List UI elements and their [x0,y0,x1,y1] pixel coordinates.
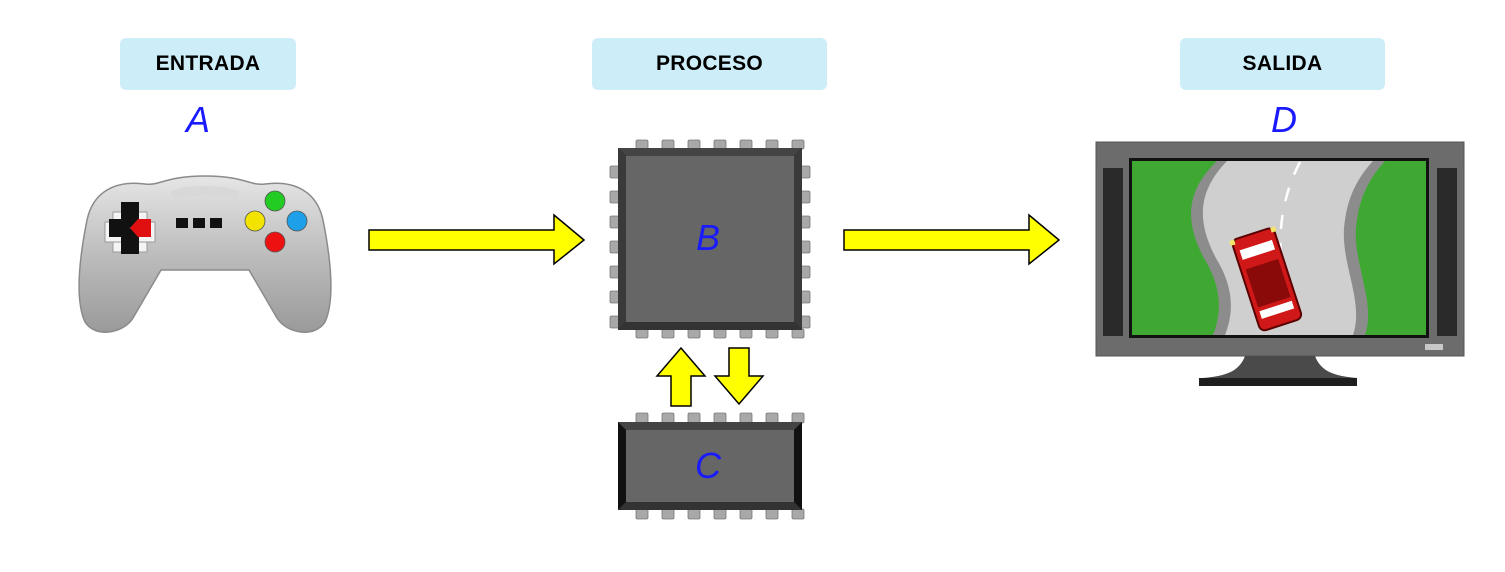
cpu-pin [687,139,701,150]
cpu-letter: B [696,217,720,258]
cpu-pin [635,139,649,150]
memory-pin [661,412,675,424]
cpu-pin [661,139,675,150]
cpu-pin [609,165,620,179]
output-stage-label: SALIDA [1180,38,1385,90]
cpu-pin [800,240,811,254]
cpu-pin [800,265,811,279]
arrow-memory-to-cpu [655,346,707,407]
monitor-icon [1095,141,1465,386]
cpu-pin [609,190,620,204]
arrow-process-to-output [843,213,1061,266]
cpu-chip-icon: B [609,139,811,339]
cpu-pin [609,240,620,254]
cpu-pin [713,139,727,150]
memory-pin [661,508,675,520]
cpu-pin [609,315,620,329]
cpu-pin [661,328,675,339]
cpu-pin [609,265,620,279]
memory-letter: C [695,445,722,486]
cpu-pin [739,139,753,150]
cpu-pin [687,328,701,339]
memory-pin [739,508,753,520]
dpad-icon [104,202,156,254]
cpu-pin [609,290,620,304]
memory-chip-icon: C [618,412,805,520]
memory-pin [765,508,779,520]
input-letter: A [185,99,210,140]
cpu-pin [713,328,727,339]
cpu-pin [791,139,805,150]
car-icon [1229,226,1303,332]
memory-pin [713,412,727,424]
cpu-pin [800,190,811,204]
memory-pin [765,412,779,424]
cpu-pin [739,328,753,339]
memory-pin [635,412,649,424]
memory-pin [713,508,727,520]
cpu-pin [635,328,649,339]
cpu-pin [765,328,779,339]
cpu-pin [800,165,811,179]
cpu-pin [800,215,811,229]
arrow-input-to-process [368,213,586,266]
memory-pin [687,508,701,520]
input-stage-label: ENTRADA [120,38,296,90]
gamepad-icon [78,175,332,333]
memory-pin [687,412,701,424]
cpu-pin [800,290,811,304]
cpu-pin [791,328,805,339]
process-stage-label: PROCESO [592,38,827,90]
memory-pin [739,412,753,424]
cpu-pin [800,315,811,329]
memory-pin [791,508,805,520]
cpu-pin [765,139,779,150]
cpu-pin [609,215,620,229]
arrow-cpu-to-memory [713,347,765,406]
memory-pin [791,412,805,424]
memory-pin [635,508,649,520]
output-letter: D [1271,99,1297,140]
